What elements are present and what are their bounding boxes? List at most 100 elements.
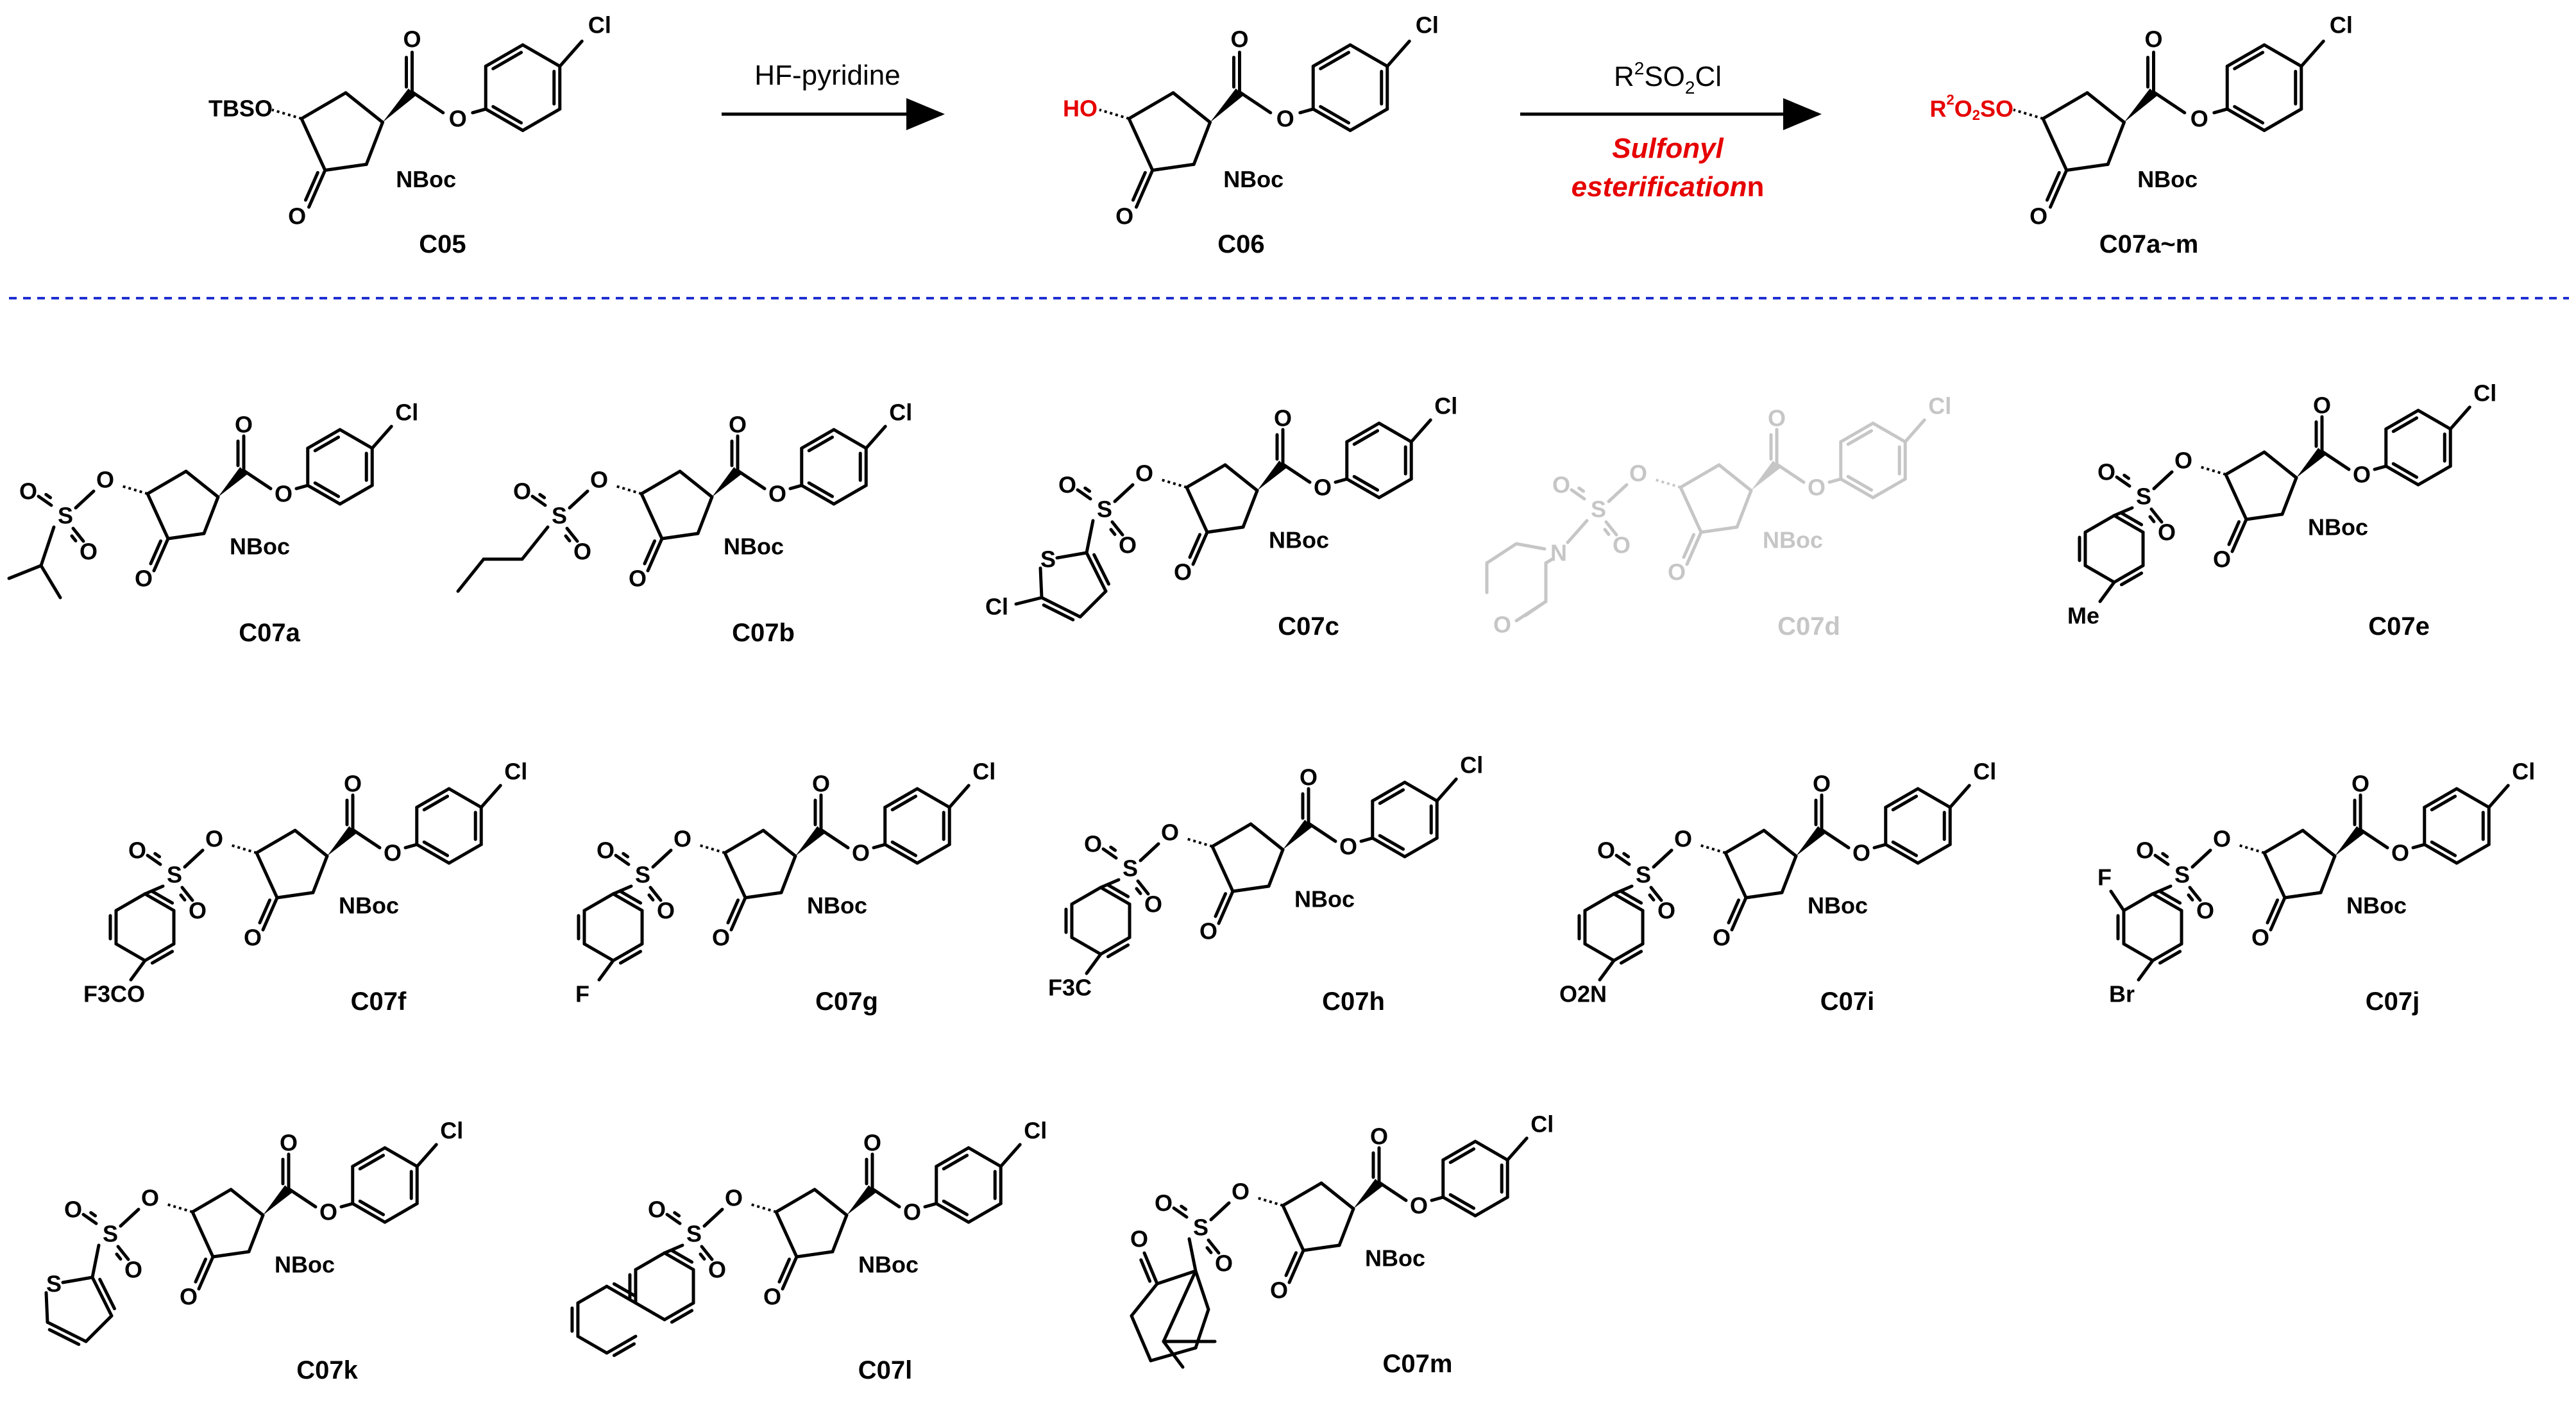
chlorine-label: Cl <box>440 1118 463 1144</box>
nboc-label: NBoc <box>1365 1245 1425 1272</box>
sulfur-label: S <box>635 862 650 888</box>
sulfonate-oxygen: O <box>1135 460 1153 487</box>
ester-carbonyl-oxygen: O <box>2351 771 2369 797</box>
nboc-label: NBoc <box>339 893 399 919</box>
carbonyl-oxygen: O <box>135 566 153 592</box>
carbonyl-oxygen: O <box>1199 918 1217 945</box>
sulfonyl-oxygen-2: O <box>189 898 207 924</box>
ester-carbonyl-oxygen: O <box>812 771 830 797</box>
ester-carbonyl-oxygen: O <box>1768 405 1786 432</box>
hydroxyl-label: HO <box>1063 96 1097 122</box>
compound-id-c07k: C07k <box>296 1356 358 1384</box>
nboc-label: NBoc <box>1763 527 1823 553</box>
sulfur-label: S <box>58 503 73 529</box>
carbonyl-oxygen: O <box>288 203 306 229</box>
nboc-label: NBoc <box>1808 893 1868 919</box>
sulfonyl-oxygen-2: O <box>1613 532 1631 559</box>
sulfonate-oxygen: O <box>141 1185 159 1211</box>
ester-carbonyl-oxygen: O <box>344 771 362 797</box>
ester-oxygen: O <box>2190 106 2208 132</box>
ester-carbonyl-oxygen: O <box>863 1130 881 1156</box>
sulfonate-oxygen: O <box>1232 1179 1250 1205</box>
ester-carbonyl-oxygen: O <box>729 412 747 438</box>
sulfur-label: S <box>2136 483 2151 510</box>
ortho-fluorine-label: F <box>2097 864 2112 891</box>
chlorine-label: Cl <box>2330 12 2353 38</box>
sulfur-label: S <box>1636 862 1651 888</box>
carbonyl-oxygen: O <box>763 1284 781 1310</box>
nboc-label: NBoc <box>1294 886 1355 912</box>
ester-oxygen: O <box>1808 475 1826 501</box>
chlorine-label: Cl <box>2512 759 2535 785</box>
nboc-label: NBoc <box>2346 893 2407 919</box>
sulfonyl-oxygen-1: O <box>2097 459 2115 485</box>
nboc-label: NBoc <box>396 166 456 192</box>
ester-oxygen: O <box>1339 834 1357 860</box>
carbonyl-oxygen: O <box>712 925 730 951</box>
sulfonate-oxygen: O <box>205 826 223 852</box>
methyl-label: Me <box>2067 603 2099 629</box>
sulfonyl-oxygen-2: O <box>708 1257 726 1283</box>
morpholine-oxygen: O <box>1493 612 1511 638</box>
sulfur-label: S <box>1193 1214 1208 1241</box>
sulfonyl-oxygen-1: O <box>2136 837 2154 864</box>
ester-oxygen: O <box>1410 1193 1428 1219</box>
carbonyl-oxygen: O <box>2029 203 2047 229</box>
sulfonyl-oxygen-1: O <box>1084 831 1102 857</box>
compound-id-c07j: C07j <box>2366 988 2420 1016</box>
chlorine-label: Cl <box>504 759 527 785</box>
nboc-label: NBoc <box>1269 527 1329 553</box>
ester-oxygen: O <box>275 481 292 507</box>
compound-gallery: ONBocOOClOSOOC07aONBocOOClOSOOC07bONBocO… <box>7 380 2535 1384</box>
sulfonyl-oxygen-1: O <box>648 1197 666 1223</box>
nboc-label: NBoc <box>2137 166 2198 192</box>
compound-id-c07c: C07c <box>1278 612 1339 641</box>
camphor-ketone-oxygen: O <box>1130 1226 1148 1252</box>
nboc-label: NBoc <box>275 1252 335 1278</box>
sulfonate-oxygen: O <box>1674 826 1692 852</box>
sulfur-label: S <box>686 1221 702 1247</box>
sulfonyl-oxygen-2: O <box>2158 519 2176 546</box>
sulfonyl-oxygen-1: O <box>128 837 146 864</box>
chlorine-label: Cl <box>1434 393 1457 419</box>
morpholine-nitrogen: N <box>1550 540 1567 566</box>
sulfur-label: S <box>1591 496 1606 523</box>
carbonyl-oxygen: O <box>629 566 647 592</box>
sulfonyl-oxygen-2: O <box>80 539 97 565</box>
compound-id-c07m: C07m <box>1383 1350 1453 1378</box>
chlorine-label: Cl <box>1928 393 1951 419</box>
sulfonate-oxygen: O <box>725 1185 743 1211</box>
ester-oxygen: O <box>2353 462 2371 488</box>
compound-id-c07b: C07b <box>732 619 795 647</box>
chlorine-label: Cl <box>1024 1118 1047 1144</box>
chlorine-label: Cl <box>972 759 996 785</box>
compound-id-c06: C06 <box>1217 230 1264 258</box>
ester-oxygen: O <box>2391 840 2409 866</box>
thiophene-sulfur: S <box>1040 546 1056 573</box>
ester-carbonyl-oxygen: O <box>1813 771 1831 797</box>
sulfur-label: S <box>1123 855 1138 882</box>
reagent-hf-pyridine: HF-pyridine <box>754 60 900 91</box>
carbonyl-oxygen: O <box>2213 546 2231 573</box>
carbonyl-oxygen: O <box>180 1284 198 1310</box>
sulfonate-oxygen: O <box>2174 448 2192 474</box>
ester-oxygen: O <box>1852 840 1870 866</box>
tbso-label: TBSO <box>208 96 273 122</box>
step-note-line2: esterificationn <box>1572 171 1765 203</box>
ester-carbonyl-oxygen: O <box>1370 1123 1388 1150</box>
ester-oxygen: O <box>1314 475 1332 501</box>
sulfonate-oxygen: O <box>1161 819 1179 846</box>
sulfonyl-oxygen-2: O <box>1657 898 1675 924</box>
ester-carbonyl-oxygen: O <box>280 1130 298 1156</box>
compound-id-c05: C05 <box>419 230 466 258</box>
carbonyl-oxygen: O <box>1174 559 1192 585</box>
sulfonyl-oxygen-1: O <box>1155 1190 1173 1216</box>
